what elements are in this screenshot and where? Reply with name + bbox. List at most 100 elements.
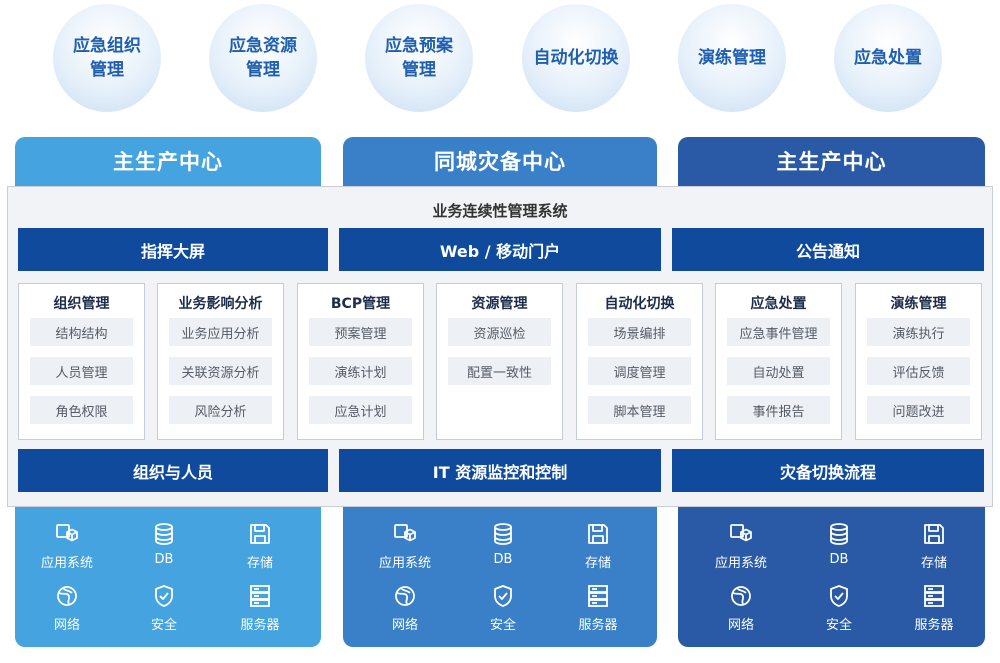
- module-emergency-response: 应急处置 应急事件管理 自动处置 事件报告: [715, 283, 842, 440]
- panel-title: 业务连续性管理系统: [432, 202, 568, 220]
- storage-icon: [250, 524, 270, 544]
- module-bcp-management: BCP管理 预案管理 演练计划 应急计划: [297, 283, 424, 440]
- resource-label: DB: [829, 552, 849, 567]
- resource-label: 应用系统: [714, 556, 767, 571]
- module-title: 自动化切换: [604, 296, 675, 312]
- capability-label: 应急资源: [229, 36, 297, 56]
- server-icon: [924, 585, 944, 607]
- module-drill-management: 演练管理 演练执行 评估反馈 问题改进: [855, 283, 982, 440]
- module-item: 演练计划: [309, 357, 412, 385]
- top-bar-web-portal: Web / 移动门户: [339, 228, 661, 271]
- resource-label: 存储: [246, 556, 273, 571]
- module-item: 演练执行: [867, 318, 970, 346]
- module-business-impact: 业务影响分析 业务应用分析 关联资源分析 风险分析: [157, 283, 284, 440]
- resource-label: 应用系统: [40, 556, 93, 571]
- resource-server: 服务器: [212, 584, 308, 639]
- resource-server: 服务器: [550, 584, 646, 639]
- capability-label: 管理: [402, 60, 436, 80]
- app-box-icon: [730, 524, 752, 542]
- resource-storage: 存储: [212, 522, 308, 577]
- module-title: BCP管理: [330, 296, 391, 312]
- module-item: 问题改进: [867, 396, 970, 424]
- module-resource-management: 资源管理 资源巡检 配置一致性: [436, 283, 563, 440]
- resource-app-system: 应用系统: [19, 522, 115, 577]
- module-item: 结构结构: [30, 318, 133, 346]
- module-item: 业务应用分析: [169, 318, 272, 346]
- resource-label: 存储: [584, 556, 611, 571]
- resource-label: 服务器: [240, 618, 280, 633]
- capability-label: 应急组织: [73, 36, 141, 56]
- app-box-icon: [56, 524, 78, 542]
- resource-server: 服务器: [886, 584, 982, 639]
- resource-label: 安全: [489, 618, 516, 633]
- module-item: 评估反馈: [867, 357, 970, 385]
- resource-network: 网络: [357, 584, 453, 639]
- capability-label: 应急预案: [385, 36, 453, 56]
- resource-db: DB: [455, 522, 551, 577]
- capability-label: 管理: [90, 60, 124, 80]
- module-org-management: 组织管理 结构结构 人员管理 角色权限: [18, 283, 145, 440]
- module-item: 应急事件管理: [727, 318, 830, 346]
- module-item: 风险分析: [169, 396, 272, 424]
- database-icon: [155, 523, 173, 545]
- resource-network: 网络: [19, 584, 115, 639]
- resource-label: 安全: [825, 618, 852, 633]
- storage-icon: [588, 524, 608, 544]
- resource-label: 网络: [727, 618, 754, 633]
- network-globe-icon: [395, 586, 415, 606]
- resource-storage: 存储: [550, 522, 646, 577]
- resource-label: DB: [493, 552, 513, 567]
- capability-row: 应急组织管理 应急资源管理 应急预案管理 自动化切换 演练管理 应急处置: [0, 0, 1000, 120]
- capability-label: 应急处置: [854, 48, 922, 68]
- module-item: 应急计划: [309, 396, 412, 424]
- resource-label: 服务器: [914, 618, 954, 633]
- resource-db: DB: [116, 522, 212, 577]
- bottom-bar-dr-switch-flow: 灾备切换流程: [672, 449, 984, 492]
- resource-security: 安全: [116, 584, 212, 639]
- module-item: 资源巡检: [448, 318, 551, 346]
- top-bar-announcement: 公告通知: [672, 228, 984, 271]
- network-globe-icon: [731, 586, 751, 606]
- module-title: 组织管理: [53, 296, 110, 312]
- capability-label: 演练管理: [698, 48, 766, 68]
- module-title: 演练管理: [890, 296, 947, 312]
- resource-security: 安全: [455, 584, 551, 639]
- storage-icon: [924, 524, 944, 544]
- capability-circle-drill: 演练管理: [678, 4, 786, 112]
- module-item: 关联资源分析: [169, 357, 272, 385]
- resource-label: 应用系统: [378, 556, 431, 571]
- capability-circle-resource: 应急资源管理: [209, 4, 317, 112]
- bcm-system-panel: 业务连续性管理系统 指挥大屏 Web / 移动门户 公告通知 组织管理 结构结构…: [7, 186, 993, 507]
- capability-circle-response: 应急处置: [834, 4, 942, 112]
- resource-label: DB: [154, 552, 174, 567]
- resource-label: 服务器: [578, 618, 618, 633]
- resource-app-system: 应用系统: [693, 522, 789, 577]
- bottom-bar-org-people: 组织与人员: [18, 449, 328, 492]
- resource-security: 安全: [791, 584, 887, 639]
- top-bar-command-screen: 指挥大屏: [18, 228, 328, 271]
- module-item: 调度管理: [588, 357, 691, 385]
- resource-db: DB: [791, 522, 887, 577]
- shield-check-icon: [830, 585, 848, 607]
- capability-circle-plan: 应急预案管理: [365, 4, 473, 112]
- data-center-title: 同城灾备中心: [434, 150, 566, 174]
- module-item: 预案管理: [309, 318, 412, 346]
- module-item: 事件报告: [727, 396, 830, 424]
- resource-label: 网络: [391, 618, 418, 633]
- module-title: 应急处置: [750, 296, 807, 312]
- capability-label: 管理: [246, 60, 280, 80]
- database-icon: [830, 523, 848, 545]
- resource-storage: 存储: [886, 522, 982, 577]
- capability-label: 自动化切换: [533, 48, 619, 68]
- resource-network: 网络: [693, 584, 789, 639]
- module-item: 场景编排: [588, 318, 691, 346]
- shield-check-icon: [494, 585, 512, 607]
- shield-check-icon: [155, 585, 173, 607]
- module-auto-switch: 自动化切换 场景编排 调度管理 脚本管理: [576, 283, 703, 440]
- capability-circle-switch: 自动化切换: [522, 4, 630, 112]
- server-icon: [588, 585, 608, 607]
- data-center-title: 主生产中心: [776, 150, 887, 174]
- module-title: 资源管理: [471, 296, 528, 312]
- bottom-bar-it-monitoring: IT 资源监控和控制: [339, 449, 661, 492]
- module-title: 业务影响分析: [178, 296, 263, 312]
